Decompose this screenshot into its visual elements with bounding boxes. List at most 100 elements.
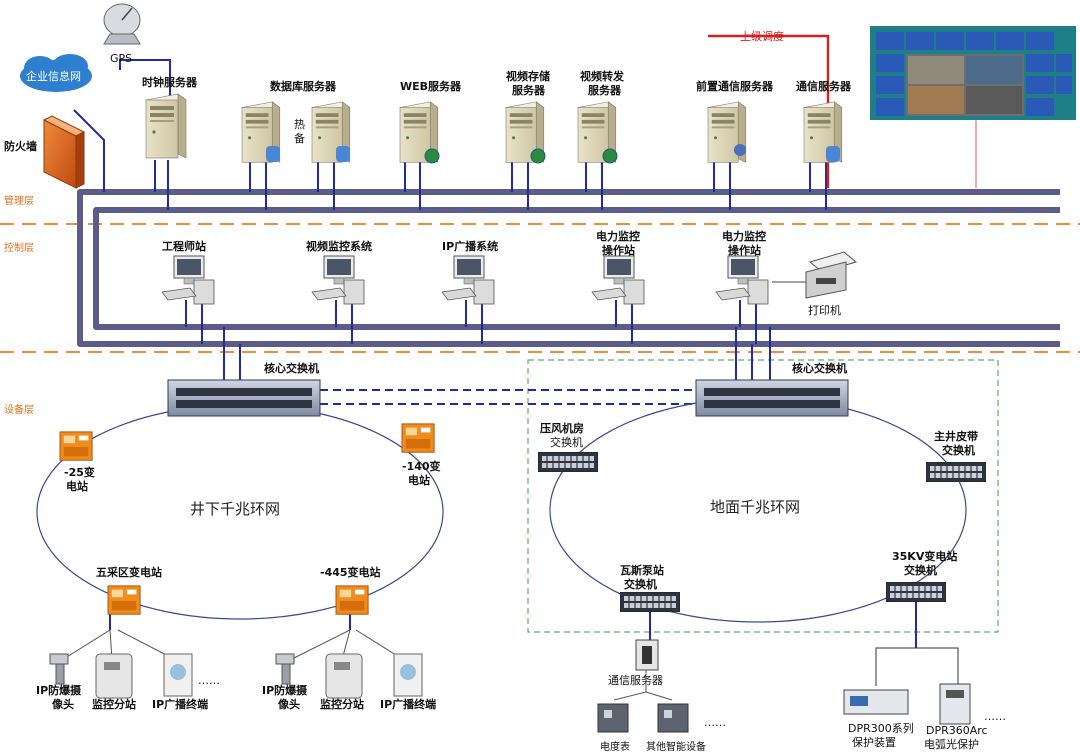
belt-switch-label-1: 主井皮带 (934, 429, 978, 443)
ellipsis-left: …… (198, 674, 220, 687)
substation-icon (59, 431, 93, 461)
power-op-b-label-2: 操作站 (728, 243, 761, 257)
video-forward-label-2: 服务器 (588, 83, 622, 97)
meter-label: 电度表 (600, 740, 630, 753)
meter-branch-lines (613, 670, 673, 701)
monitor-substation-label: 监控分站 (92, 697, 136, 711)
explosion-proof-camera-icon (275, 653, 295, 685)
globe-icon (602, 148, 618, 164)
globe-icon (424, 148, 440, 164)
substation-icon (401, 423, 435, 453)
user-icon (734, 144, 746, 156)
gps-dish-icon (103, 3, 141, 45)
connector-lines (73, 59, 917, 648)
video-storage-label-2: 服务器 (512, 83, 546, 97)
switch-icon (538, 452, 598, 472)
ellipsis-right: …… (984, 710, 1006, 723)
video-forward-label-1: 视频转发 (580, 69, 625, 83)
smart-device-icon (657, 703, 689, 733)
switch-icon (620, 592, 680, 612)
sub35kv-switch-label-2: 交换机 (904, 563, 937, 577)
backbone-bus (77, 189, 1060, 347)
surface-ring-label: 地面千兆环网 (710, 498, 800, 516)
gas-pump-switch-label-2: 交换机 (624, 577, 657, 591)
dpr360arc-label-2: 电弧光保护 (924, 737, 979, 751)
ellipsis-center: …… (704, 716, 726, 729)
ip-camera-label-1: IP防爆摄 (36, 683, 82, 697)
ip-camera-label-2: 像头 (278, 697, 300, 711)
core-switch-right-label: 核心交换机 (792, 361, 847, 375)
database-icon (336, 146, 350, 162)
engineer-station-label: 工程师站 (162, 239, 206, 253)
hot-standby-label-2: 备 (294, 131, 305, 145)
sub-wucai-label: 五采区变电站 (96, 565, 162, 579)
surface-area-box (527, 359, 999, 633)
printer-icon (805, 251, 858, 299)
belt-switch-label-2: 交换机 (942, 443, 975, 457)
comm-server-bottom-icon (635, 639, 659, 671)
upper-dispatch-label: 上级调度 (740, 29, 784, 43)
protection-branch-lines (875, 647, 959, 686)
power-op-a-label-2: 操作站 (602, 243, 635, 257)
management-layer-label: 管理层 (4, 194, 34, 207)
video-storage-label-1: 视频存储 (506, 69, 550, 83)
ip-camera-label-1: IP防爆摄 (262, 683, 308, 697)
firewall-label: 防火墙 (4, 139, 37, 153)
db-server-label: 数据库服务器 (270, 79, 337, 93)
underground-ring-label: 井下千兆环网 (190, 500, 280, 518)
compressor-switch-label-1: 压风机房 (540, 421, 584, 435)
core-switch-left-label: 核心交换机 (264, 361, 319, 375)
dpr300-label-2: 保护装置 (852, 735, 896, 749)
control-layer-label: 控制层 (4, 241, 34, 254)
device-layer-label: 设备层 (4, 403, 34, 416)
sub-minus445-label: -445变电站 (320, 565, 381, 579)
database-icon (266, 146, 280, 162)
enterprise-network-label: 企业信息网 (26, 69, 81, 83)
power-op-b-label-1: 电力监控 (722, 229, 766, 243)
hot-standby-label-1: 热 (294, 118, 305, 131)
dpr360arc-device-icon (939, 683, 971, 725)
ip-broadcast-terminal-icon (163, 653, 193, 697)
power-op-a-label-1: 电力监控 (596, 229, 640, 243)
web-server-label: WEB服务器 (400, 79, 462, 93)
time-server-label: 时钟服务器 (142, 75, 198, 89)
video-monitor-station-label: 视频监控系统 (306, 239, 372, 253)
dpr360arc-label-1: DPR360Arc (926, 724, 988, 737)
database-icon (826, 146, 840, 162)
ip-broadcast-station-icon (441, 255, 495, 305)
printer-label: 打印机 (808, 303, 841, 317)
enterprise-network-cloud-icon (20, 54, 92, 92)
substation-icon (335, 585, 369, 615)
monitor-substation-icon (325, 653, 363, 699)
sub-minus25-label-2: 电站 (66, 479, 88, 493)
explosion-proof-camera-icon (49, 653, 69, 685)
sub-minus140-label-2: 电站 (408, 473, 430, 487)
switch-icon (926, 462, 986, 482)
smart-device-label: 其他智能设备 (646, 740, 706, 753)
globe-icon (530, 148, 546, 164)
compressor-switch-label-2: 交换机 (550, 435, 583, 449)
ip-broadcast-station-label: IP广播系统 (442, 239, 498, 253)
front-comm-server-label: 前置通信服务器 (696, 79, 774, 93)
core-trunk (320, 389, 696, 405)
switch-icon (886, 582, 946, 602)
monitor-substation-icon (95, 653, 133, 699)
substation-icon (107, 585, 141, 615)
time-server-icon (145, 93, 187, 159)
ip-camera-label-2: 像头 (52, 697, 74, 711)
sub35kv-switch-label-1: 35KV变电站 (892, 549, 957, 563)
comm-server-bottom-label: 通信服务器 (608, 674, 663, 687)
engineer-station-icon (161, 255, 215, 305)
dpr300-label-1: DPR300系列 (848, 721, 914, 735)
firewall-icon (42, 115, 86, 189)
core-switch-right-icon (695, 379, 849, 417)
ip-broadcast-terminal-label: IP广播终端 (380, 697, 436, 711)
ip-broadcast-terminal-icon (393, 653, 423, 697)
video-wall (870, 26, 1076, 120)
power-op-station-a-icon (591, 255, 645, 305)
comm-server-label: 通信服务器 (796, 79, 852, 93)
core-switch-left-icon (167, 379, 321, 417)
video-monitor-station-icon (311, 255, 365, 305)
ip-broadcast-terminal-label: IP广播终端 (152, 697, 208, 711)
